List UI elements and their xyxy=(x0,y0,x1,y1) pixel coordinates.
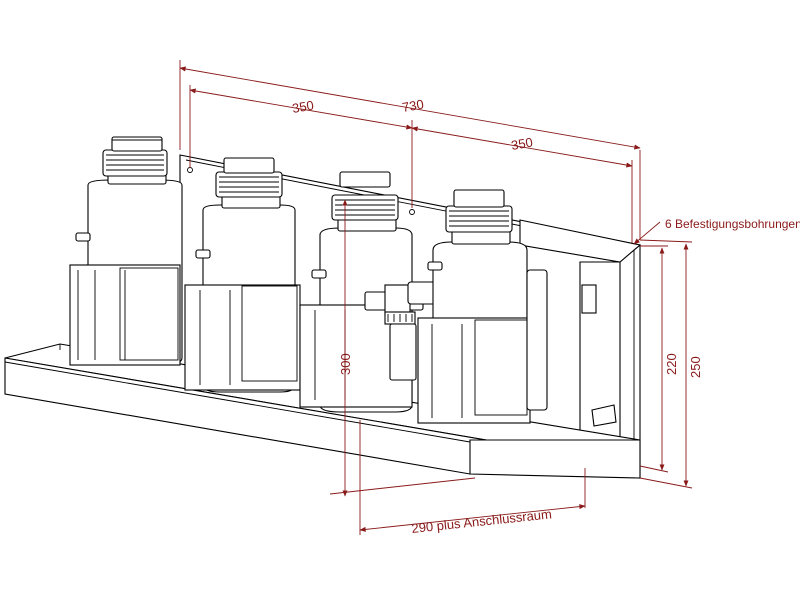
dim-220-label: 220 xyxy=(664,353,679,375)
dim-depth-label: 290 plus Anschlussraum xyxy=(411,506,553,536)
dim-350-left-label: 350 xyxy=(291,97,315,115)
dimension-bottle-300 xyxy=(329,199,476,497)
callout-mounting-holes xyxy=(633,221,661,245)
dimension-height-250 xyxy=(639,239,693,489)
bottle-4 xyxy=(417,189,548,424)
dim-350-right-label: 350 xyxy=(510,134,534,152)
dimension-right-350 xyxy=(411,126,633,243)
dim-300-label: 300 xyxy=(338,353,353,375)
dim-730-label: 730 xyxy=(401,96,425,115)
dimension-height-220 xyxy=(639,245,669,473)
bottle-1 xyxy=(69,136,183,366)
filter-cartridge xyxy=(389,323,417,381)
dimension-depth xyxy=(359,420,586,535)
bottle-2 xyxy=(184,157,301,393)
mounting-holes-label: 6 Befestigungsbohrungen Ø7 xyxy=(665,217,800,231)
mounting-hole-icon xyxy=(409,209,415,215)
dim-250-label: 250 xyxy=(688,356,703,378)
right-side-box xyxy=(519,219,642,441)
